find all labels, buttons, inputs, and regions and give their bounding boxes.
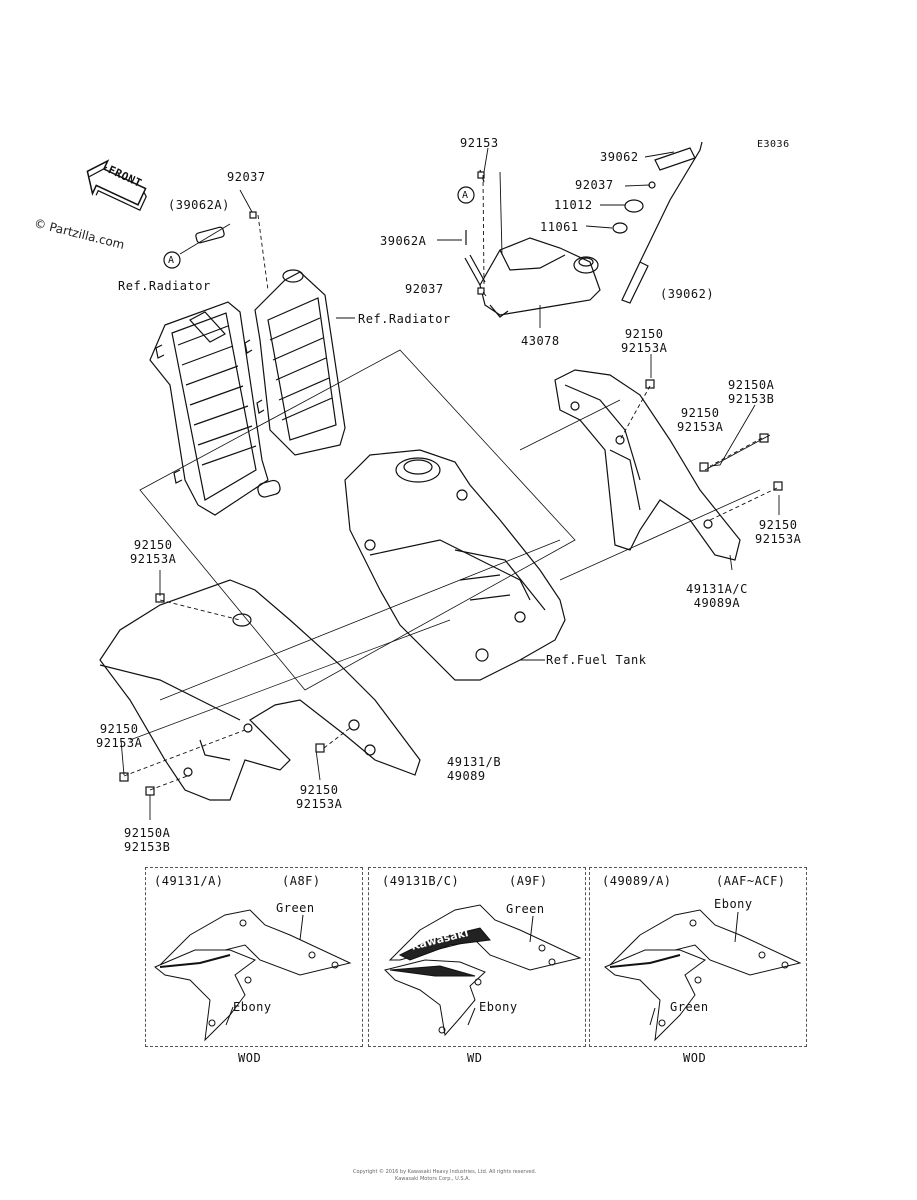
label-11012: 11012 [554, 198, 593, 212]
lower-color-label: Green [670, 1000, 709, 1014]
variant-thumb-1 [154, 909, 352, 1042]
variant-code: (49131/A) [154, 874, 224, 888]
diagram-code: E3036 [757, 139, 790, 150]
variant-footer-3: WOD [683, 1051, 707, 1065]
upper-color-label: Green [506, 902, 545, 916]
variant-model: (A9F) [509, 874, 548, 888]
marker-a-top: A [462, 190, 469, 201]
variant-model: (A8F) [282, 874, 321, 888]
fuel-tank [344, 449, 566, 681]
footer-company: Kawasaki Motors Corp., U.S.A. [395, 1176, 471, 1182]
variant-box-2: (49131B/C) (A9F) Green Ebony [368, 867, 586, 1047]
variant-thumb-2: Kawasaki [384, 904, 582, 1037]
variant-code: (49131B/C) [382, 874, 460, 888]
upper-color-label: Ebony [714, 897, 753, 911]
label-39062-paren: (39062) [660, 287, 715, 301]
variant-footer-2: WD [467, 1051, 483, 1065]
right-radiator [244, 269, 346, 456]
label-92037-cap: 92037 [575, 178, 614, 192]
variant-box-3: (49089/A) (AAF~ACF) Ebony Green [589, 867, 807, 1047]
footer-copyright: Copyright © 2016 by Kawasaki Heavy Indus… [353, 1169, 537, 1175]
left-shroud [99, 579, 421, 801]
front-arrow-icon [86, 159, 147, 211]
lower-color-label: Ebony [479, 1000, 518, 1014]
label-92037-left: 92037 [227, 170, 266, 184]
lower-color-label: Ebony [233, 1000, 272, 1014]
label-39062A-paren: (39062A) [168, 198, 230, 212]
right-shroud [554, 369, 741, 561]
label-43078: 43078 [521, 334, 560, 348]
label-92037-mid: 92037 [405, 282, 444, 296]
variant-thumb-3 [604, 909, 802, 1042]
label-39062-top: 39062 [600, 150, 639, 164]
upper-color-label: Green [276, 901, 315, 915]
variant-code: (49089/A) [602, 874, 672, 888]
variant-model: (AAF~ACF) [716, 874, 786, 888]
left-radiator [149, 301, 281, 516]
ref-fuel-tank: Ref.Fuel Tank [546, 653, 647, 667]
ref-radiator-left: Ref.Radiator [118, 279, 211, 293]
label-92153-top: 92153 [460, 136, 499, 150]
reservoir-tank [464, 141, 703, 318]
variant-box-1: (49131/A) (A8F) Green Ebony [145, 867, 363, 1047]
variant-footer-1: WOD [238, 1051, 262, 1065]
ref-radiator-right: Ref.Radiator [358, 312, 451, 326]
marker-a-left: A [168, 255, 175, 266]
label-39062A: 39062A [380, 234, 427, 248]
label-11061: 11061 [540, 220, 579, 234]
